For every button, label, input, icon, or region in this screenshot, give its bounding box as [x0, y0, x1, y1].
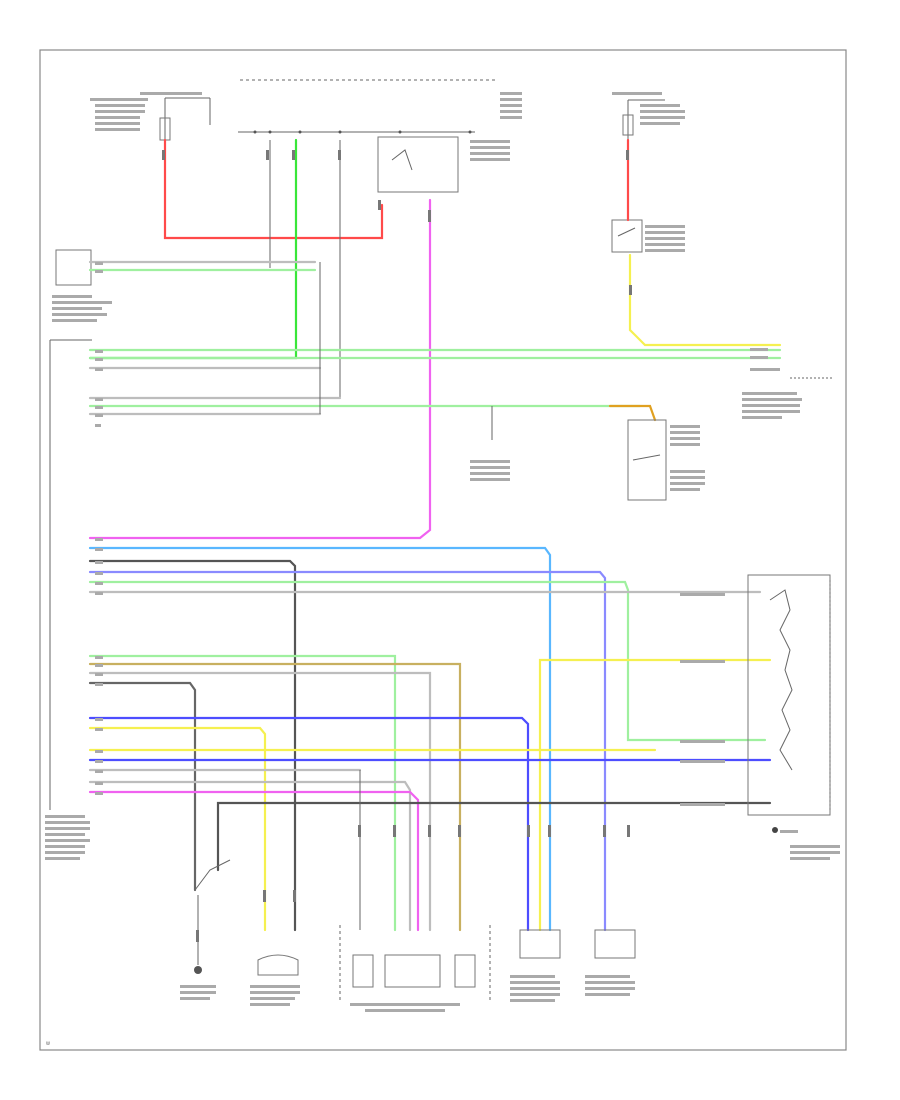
vertical-wire-ticks	[162, 150, 632, 942]
center-ground-sensor	[470, 406, 510, 481]
wire-green-top	[88, 138, 298, 360]
wire-dark-vert	[88, 559, 297, 932]
wire-orange	[88, 662, 462, 932]
wire-gray-l3	[88, 671, 432, 932]
left-pin-labels	[45, 262, 103, 860]
right-fuse	[611, 92, 685, 253]
wire-lightgreen-long	[88, 580, 767, 742]
wire-gray-l10	[88, 780, 412, 932]
wire-lightblue	[88, 546, 552, 932]
ground-point	[180, 859, 231, 1000]
wire-dark-l4	[88, 681, 197, 892]
ground-symbol	[772, 827, 778, 833]
speed-sensor	[250, 954, 300, 1006]
left-control-module	[52, 249, 112, 322]
diagram-border	[39, 49, 847, 1051]
turbine-speed-sensor	[585, 929, 636, 996]
wire-lightgreen-2	[88, 654, 397, 932]
shift-solenoids	[339, 925, 491, 1012]
right-upper-labels	[742, 348, 832, 419]
wire-yellow-right	[538, 658, 772, 932]
wire-magenta-lower	[88, 790, 420, 932]
footer-code: W	[46, 1041, 50, 1046]
shift-position-switch	[680, 574, 840, 860]
wire-yellow-top	[628, 253, 782, 347]
wire-blue-right	[88, 570, 607, 932]
hot-at-all-times-fuse	[90, 92, 211, 141]
right-switch-box	[627, 419, 705, 501]
temperature-sensor	[510, 929, 561, 1002]
ignition-fuse-block	[238, 79, 522, 193]
wire-magenta-main	[88, 198, 432, 540]
wire-yellow-l6	[88, 726, 267, 932]
wire-dark-ground	[216, 801, 772, 872]
upper-harness	[49, 260, 782, 810]
wire-red-left	[163, 138, 384, 240]
